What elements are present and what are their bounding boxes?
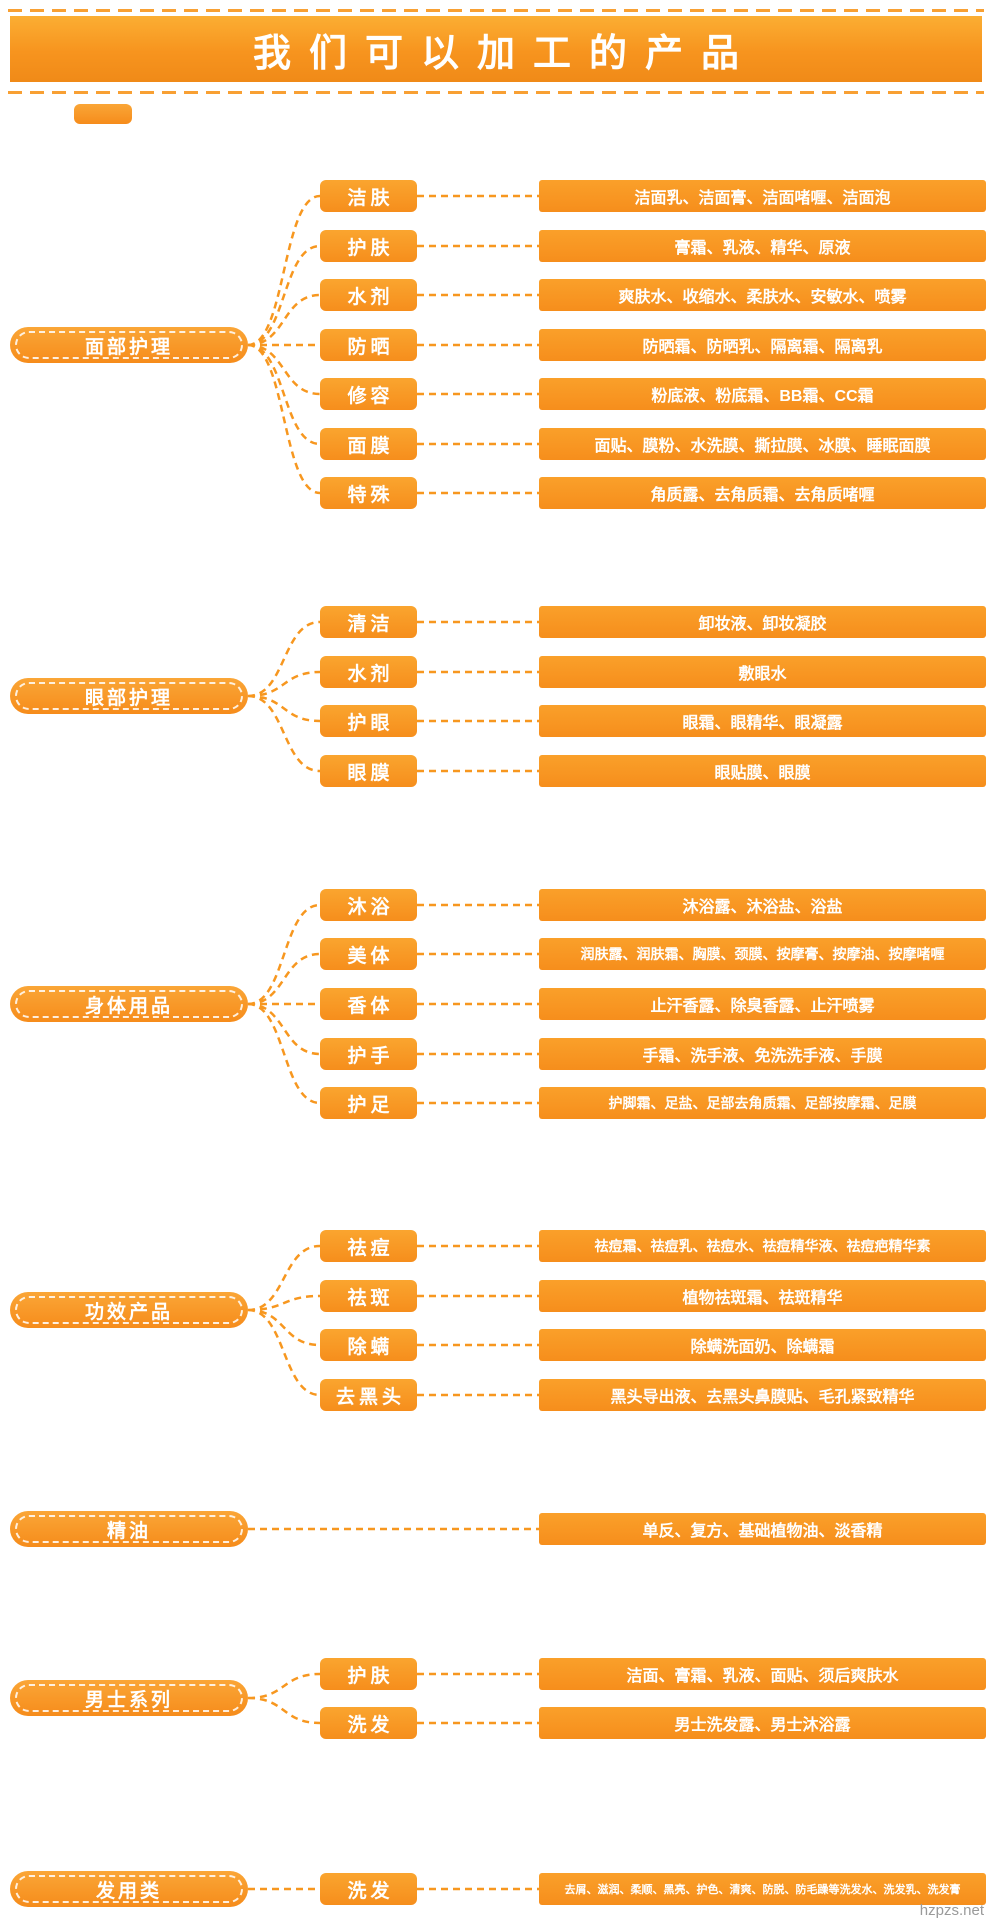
title-banner: 我们可以加工的产品 (10, 16, 982, 82)
category-node-body-care: 身体用品 (10, 986, 248, 1022)
subcategory-node: 水剂 (320, 279, 417, 311)
product-list-bar: 去屑、滋润、柔顺、黑亮、护色、清爽、防脱、防毛躁等洗发水、洗发乳、洗发膏 (539, 1873, 986, 1905)
product-list-bar: 洁面乳、洁面膏、洁面啫喱、洁面泡 (539, 180, 986, 212)
page-title: 我们可以加工的产品 (252, 32, 757, 75)
subcategory-node: 洗发 (320, 1873, 417, 1905)
subcategory-node: 清洁 (320, 606, 417, 638)
product-list-bar: 手霜、洗手液、免洗洗手液、手膜 (539, 1038, 986, 1070)
product-list-bar: 沐浴露、沐浴盐、浴盐 (539, 889, 986, 921)
category-node-efficacy-products: 功效产品 (10, 1292, 248, 1328)
category-node-mens-series: 男士系列 (10, 1680, 248, 1716)
product-list-bar: 祛痘霜、祛痘乳、祛痘水、祛痘精华液、祛痘疤精华素 (539, 1230, 986, 1262)
subcategory-node: 眼膜 (320, 755, 417, 787)
subcategory-node: 除螨 (320, 1329, 417, 1361)
product-list-bar: 眼贴膜、眼膜 (539, 755, 986, 787)
product-list-bar: 润肤露、润肤霜、胸膜、颈膜、按摩膏、按摩油、按摩啫喱 (539, 938, 986, 970)
subcategory-node: 美体 (320, 938, 417, 970)
product-list-bar: 护脚霜、足盐、足部去角质霜、足部按摩霜、足膜 (539, 1087, 986, 1119)
product-list-bar: 防晒霜、防晒乳、隔离霜、隔离乳 (539, 329, 986, 361)
corner-tab (74, 104, 132, 124)
subcategory-node: 祛斑 (320, 1280, 417, 1312)
product-list-bar: 膏霜、乳液、精华、原液 (539, 230, 986, 262)
title-bottom-divider (8, 91, 984, 94)
top-divider (8, 9, 984, 12)
product-list-bar: 爽肤水、收缩水、柔肤水、安敏水、喷雾 (539, 279, 986, 311)
product-list-bar: 角质露、去角质霜、去角质啫喱 (539, 477, 986, 509)
subcategory-node: 洗发 (320, 1707, 417, 1739)
product-list-bar: 黑头导出液、去黑头鼻膜贴、毛孔紧致精华 (539, 1379, 986, 1411)
product-list-bar: 面贴、膜粉、水洗膜、撕拉膜、冰膜、睡眠面膜 (539, 428, 986, 460)
subcategory-node: 沐浴 (320, 889, 417, 921)
product-list-bar: 植物祛斑霜、祛斑精华 (539, 1280, 986, 1312)
category-node-essential-oil: 精油 (10, 1511, 248, 1547)
product-list-bar: 眼霜、眼精华、眼凝露 (539, 705, 986, 737)
subcategory-node: 护足 (320, 1087, 417, 1119)
category-node-eye-care: 眼部护理 (10, 678, 248, 714)
product-list-bar: 洁面、膏霜、乳液、面贴、须后爽肤水 (539, 1658, 986, 1690)
subcategory-node: 洁肤 (320, 180, 417, 212)
subcategory-node: 祛痘 (320, 1230, 417, 1262)
product-list-bar: 卸妆液、卸妆凝胶 (539, 606, 986, 638)
subcategory-node: 特殊 (320, 477, 417, 509)
subcategory-node: 防晒 (320, 329, 417, 361)
subcategory-node: 护眼 (320, 705, 417, 737)
product-list-bar: 敷眼水 (539, 656, 986, 688)
subcategory-node: 香体 (320, 988, 417, 1020)
category-node-facial-care: 面部护理 (10, 327, 248, 363)
product-list-bar: 粉底液、粉底霜、BB霜、CC霜 (539, 378, 986, 410)
product-list-bar: 男士洗发露、男士沐浴露 (539, 1707, 986, 1739)
subcategory-node: 水剂 (320, 656, 417, 688)
product-list-bar: 除螨洗面奶、除螨霜 (539, 1329, 986, 1361)
subcategory-node: 修容 (320, 378, 417, 410)
subcategory-node: 护肤 (320, 1658, 417, 1690)
subcategory-node: 护手 (320, 1038, 417, 1070)
watermark: hzpzs.net (919, 1902, 984, 1919)
subcategory-node: 去黑头 (320, 1379, 417, 1411)
category-node-hair-care: 发用类 (10, 1871, 248, 1907)
product-list-bar: 止汗香露、除臭香露、止汗喷雾 (539, 988, 986, 1020)
product-list-bar: 单反、复方、基础植物油、淡香精 (539, 1513, 986, 1545)
subcategory-node: 护肤 (320, 230, 417, 262)
subcategory-node: 面膜 (320, 428, 417, 460)
